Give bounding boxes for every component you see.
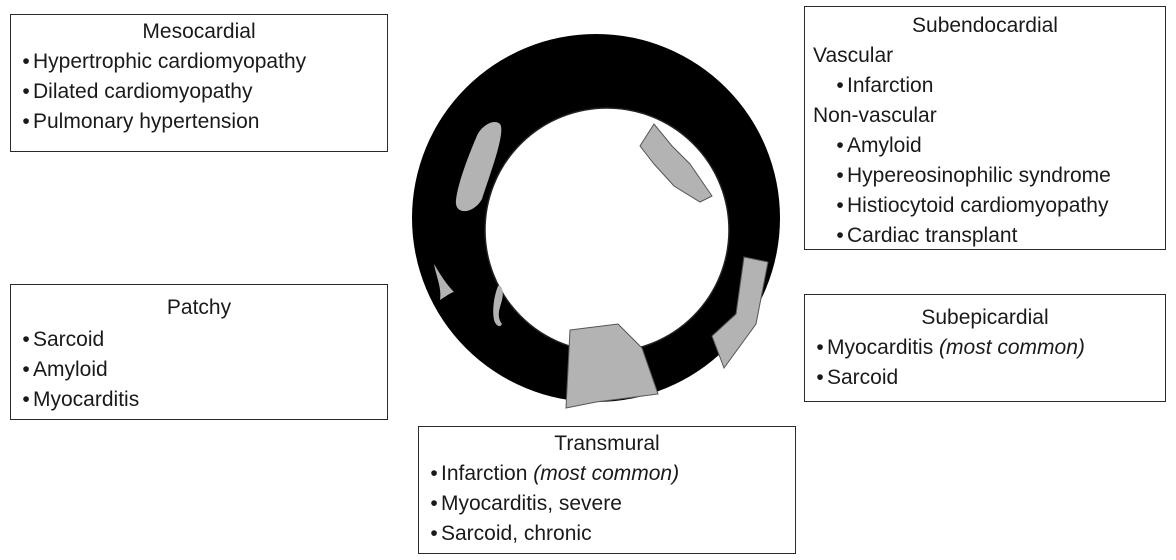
patchy-box: Patchy •Sarcoid •Amyloid •Myocarditis — [10, 284, 388, 420]
list-item-text: Hypertrophic cardiomyopathy — [33, 50, 306, 73]
bullet: • — [835, 71, 845, 101]
transmural-list: •Infarction (most common) •Myocarditis, … — [429, 459, 785, 549]
bullet: • — [835, 161, 845, 191]
ventricle-cavity — [485, 108, 729, 352]
patchy-title: Patchy — [21, 293, 377, 323]
list-item: •Myocarditis, severe — [429, 489, 785, 519]
vascular-label: Vascular — [805, 41, 1165, 71]
bullet: • — [815, 363, 825, 393]
list-item: •Infarction — [805, 71, 1165, 101]
list-item-text: Myocarditis — [33, 388, 139, 411]
list-item-text: Hypereosinophilic syndrome — [847, 164, 1111, 187]
nonvascular-list: •Amyloid •Hypereosinophilic syndrome •Hi… — [805, 131, 1165, 251]
list-item: •Sarcoid — [815, 363, 1155, 393]
myocardium-ring-diagram — [410, 24, 784, 414]
list-item-text: Pulmonary hypertension — [33, 110, 259, 133]
list-item: •Hypereosinophilic syndrome — [805, 161, 1165, 191]
list-item-note: (most common) — [533, 462, 679, 485]
list-item-text: Myocarditis — [827, 336, 933, 359]
bullet: • — [429, 489, 439, 519]
list-item-text: Sarcoid — [33, 328, 104, 351]
mesocardial-title: Mesocardial — [21, 17, 377, 47]
list-item-text: Amyloid — [847, 134, 922, 157]
transmural-box: Transmural •Infarction (most common) •My… — [418, 426, 796, 554]
list-item-text: Dilated cardiomyopathy — [33, 80, 252, 103]
list-item: •Histiocytoid cardiomyopathy — [805, 191, 1165, 221]
list-item-note: (most common) — [939, 336, 1085, 359]
bullet: • — [21, 47, 31, 77]
bullet: • — [21, 325, 31, 355]
subendocardial-box: Subendocardial Vascular •Infarction Non-… — [804, 6, 1166, 250]
mesocardial-box: Mesocardial •Hypertrophic cardiomyopathy… — [10, 14, 388, 152]
bullet: • — [835, 221, 845, 251]
mesocardial-list: •Hypertrophic cardiomyopathy •Dilated ca… — [21, 47, 377, 137]
list-item-text: Sarcoid, chronic — [441, 522, 592, 545]
list-item: •Sarcoid — [21, 325, 377, 355]
subepicardial-list: •Myocarditis (most common) •Sarcoid — [815, 333, 1155, 393]
list-item: •Cardiac transplant — [805, 221, 1165, 251]
list-item: •Infarction (most common) — [429, 459, 785, 489]
list-item-text: Cardiac transplant — [847, 224, 1017, 247]
bullet: • — [21, 355, 31, 385]
vascular-list: •Infarction — [805, 71, 1165, 101]
list-item-text: Infarction — [847, 74, 933, 97]
bullet: • — [21, 107, 31, 137]
list-item: •Hypertrophic cardiomyopathy — [21, 47, 377, 77]
transmural-title: Transmural — [429, 429, 785, 459]
list-item-text: Amyloid — [33, 358, 108, 381]
subendocardial-title: Subendocardial — [805, 11, 1165, 41]
list-item: •Pulmonary hypertension — [21, 107, 377, 137]
bullet: • — [21, 77, 31, 107]
bullet: • — [21, 385, 31, 415]
bullet: • — [429, 519, 439, 549]
list-item: •Amyloid — [805, 131, 1165, 161]
patchy-list: •Sarcoid •Amyloid •Myocarditis — [21, 325, 377, 415]
bullet: • — [835, 131, 845, 161]
list-item: •Amyloid — [21, 355, 377, 385]
bullet: • — [815, 333, 825, 363]
subepicardial-box: Subepicardial •Myocarditis (most common)… — [804, 294, 1166, 402]
list-item-text: Infarction — [441, 462, 527, 485]
list-item: •Dilated cardiomyopathy — [21, 77, 377, 107]
bullet: • — [835, 191, 845, 221]
bullet: • — [429, 459, 439, 489]
list-item: •Myocarditis — [21, 385, 377, 415]
list-item-text: Sarcoid — [827, 366, 898, 389]
subepicardial-title: Subepicardial — [815, 303, 1155, 333]
list-item: •Myocarditis (most common) — [815, 333, 1155, 363]
nonvascular-label: Non-vascular — [805, 101, 1165, 131]
list-item: •Sarcoid, chronic — [429, 519, 785, 549]
list-item-text: Myocarditis, severe — [441, 492, 622, 515]
list-item-text: Histiocytoid cardiomyopathy — [847, 194, 1108, 217]
